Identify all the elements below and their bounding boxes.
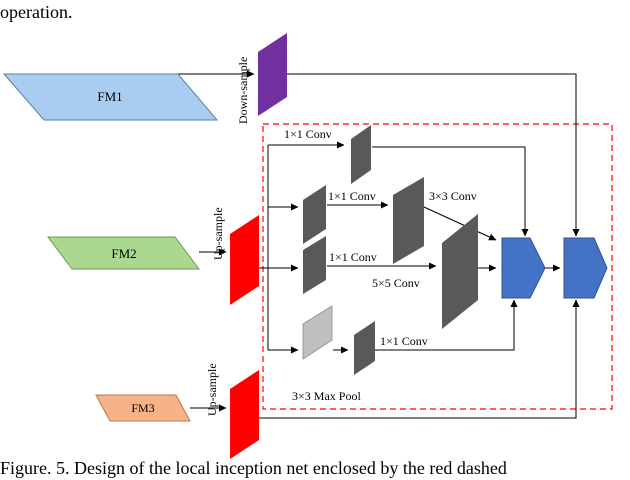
max-pool-block — [302, 305, 333, 360]
up-sample-label-fm2: Up-sample — [211, 207, 225, 260]
conv-1x1-branch3-label: 1×1 Conv — [329, 250, 377, 264]
down-sample-label: Down-sample — [236, 57, 250, 124]
line-fm3-upsample-final — [259, 299, 580, 419]
up-sample-block-fm3 — [230, 370, 259, 459]
concat-block — [501, 237, 546, 299]
max-pool-label: 3×3 Max Pool — [292, 389, 361, 403]
conv-3x3-block — [393, 177, 424, 264]
inception-diagram: FM1 FM2 FM3 Down-sample Up-sample Up-sam… — [2, 33, 613, 459]
conv-5x5-block — [442, 214, 478, 329]
inception-dashed-box — [262, 123, 613, 410]
conv-1x1-branch2-block — [303, 185, 326, 244]
line-downsample-final — [287, 73, 580, 237]
conv-3x3-label: 3×3 Conv — [429, 189, 477, 203]
fm2-parallelogram — [47, 236, 200, 270]
conv-5x5-label: 5×5 Conv — [372, 276, 420, 290]
conv-1x1-top-label: 1×1 Conv — [284, 127, 332, 141]
line-conv3x3-concat — [423, 206, 497, 241]
fm2-label: FM2 — [111, 246, 136, 261]
final-concat-block — [563, 237, 608, 299]
up-sample-block-fm2 — [230, 215, 259, 305]
conv-1x1-branch2-label: 1×1 Conv — [328, 189, 376, 203]
conv-1x1-top-block — [351, 125, 371, 184]
fm1-label: FM1 — [97, 89, 122, 104]
figure-caption: Figure. 5. Design of the local inception… — [0, 458, 507, 478]
conv-1x1-pool-label: 1×1 Conv — [380, 334, 428, 348]
fm3-parallelogram — [95, 394, 191, 422]
fm1-parallelogram — [2, 73, 219, 121]
top-text: operation. — [0, 2, 73, 22]
line-conv1x1-pool-concat — [375, 299, 518, 351]
line-conv1x1-top-concat — [372, 146, 529, 237]
up-sample-label-fm3: Up-sample — [205, 363, 219, 416]
conv-1x1-branch3-block — [303, 236, 326, 294]
fm3-label: FM3 — [131, 401, 154, 415]
conv-1x1-pool-block — [354, 321, 375, 375]
down-sample-block — [258, 33, 287, 116]
